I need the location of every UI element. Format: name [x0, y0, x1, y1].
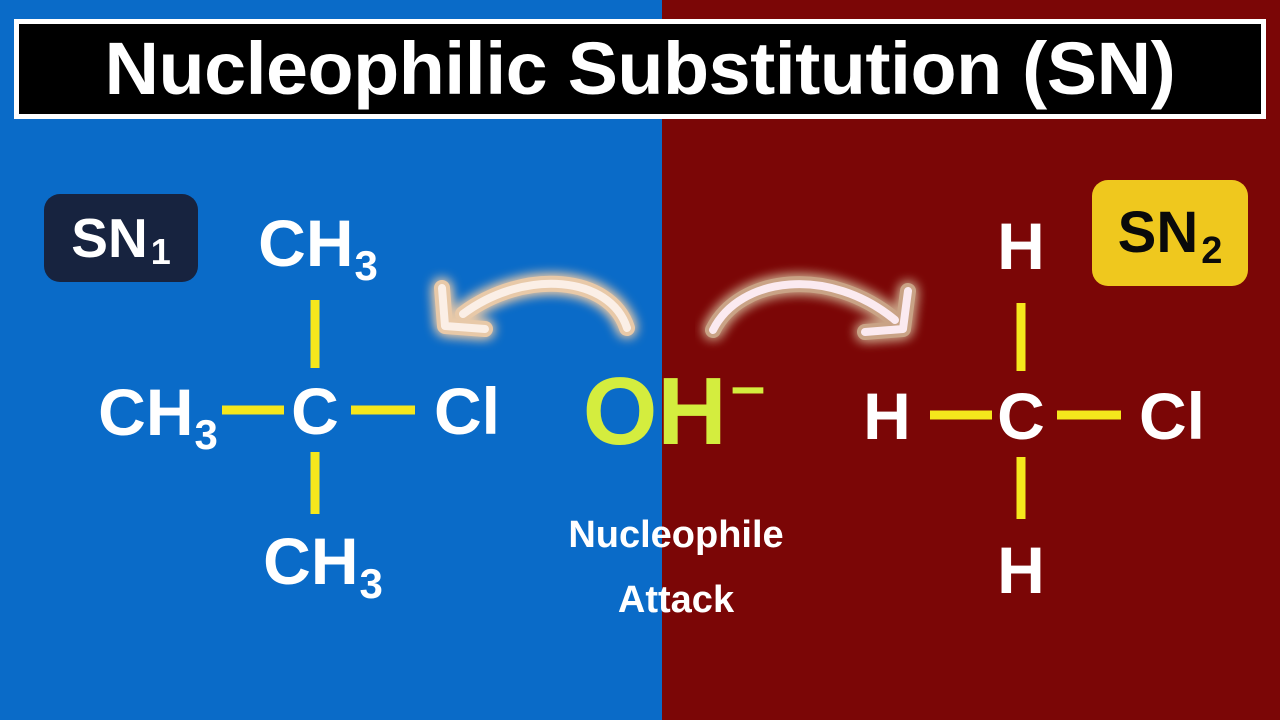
bond-center-right-left-molecule	[351, 405, 415, 415]
nucleophile-charge: –	[730, 352, 766, 421]
atom-center-left-molecule: C	[291, 378, 339, 444]
atom-right-left-molecule: Cl	[434, 378, 500, 444]
atom-left-right-molecule: H	[863, 383, 911, 449]
bond-center-left-left-molecule	[222, 405, 284, 415]
badge-sn2-subscript: 2	[1201, 230, 1223, 272]
atom-right-right-molecule: Cl	[1139, 383, 1205, 449]
badge-sn2-base: SN	[1117, 200, 1199, 265]
caption-nucleophile: Nucleophile	[568, 514, 784, 556]
bond-center-bottom-right-molecule	[1016, 457, 1026, 519]
atom-right-right-molecule-base: Cl	[1139, 379, 1205, 453]
right-panel-background	[662, 0, 1280, 720]
bond-center-left-right-molecule	[930, 410, 992, 420]
atom-top-right-molecule: H	[997, 213, 1045, 279]
atom-top-left-molecule-subscript: 3	[354, 242, 378, 289]
page-title: Nucleophilic Substitution (SN)	[104, 27, 1176, 110]
badge-sn1-subscript: 1	[150, 231, 171, 272]
atom-top-left-molecule-base: CH	[258, 206, 354, 280]
caption-attack: Attack	[617, 579, 735, 621]
left-panel-background	[0, 0, 662, 720]
atom-right-left-molecule-base: Cl	[434, 374, 500, 448]
atom-left-left-molecule-subscript: 3	[194, 411, 218, 458]
bond-center-top-right-molecule	[1016, 303, 1026, 371]
bond-center-top-left-molecule	[310, 300, 320, 368]
atom-center-right-molecule: C	[997, 383, 1045, 449]
atom-left-right-molecule-base: H	[863, 379, 911, 453]
nucleophile-formula-text: OH	[582, 358, 727, 465]
atom-bottom-right-molecule: H	[997, 537, 1045, 603]
bond-center-bottom-left-molecule	[310, 452, 320, 514]
atom-center-right-molecule-base: C	[997, 379, 1045, 453]
atom-center-left-molecule-base: C	[291, 374, 339, 448]
atom-top-right-molecule-base: H	[997, 209, 1045, 283]
atom-bottom-left-molecule-subscript: 3	[359, 560, 383, 607]
atom-bottom-right-molecule-base: H	[997, 533, 1045, 607]
atom-bottom-left-molecule-base: CH	[263, 524, 359, 598]
bond-center-right-right-molecule	[1057, 410, 1121, 420]
title-banner: Nucleophilic Substitution (SN)	[14, 19, 1266, 119]
nucleophile-label: OH–	[582, 356, 765, 465]
atom-left-left-molecule-base: CH	[98, 375, 194, 449]
badge-sn1-base: SN	[71, 206, 148, 269]
